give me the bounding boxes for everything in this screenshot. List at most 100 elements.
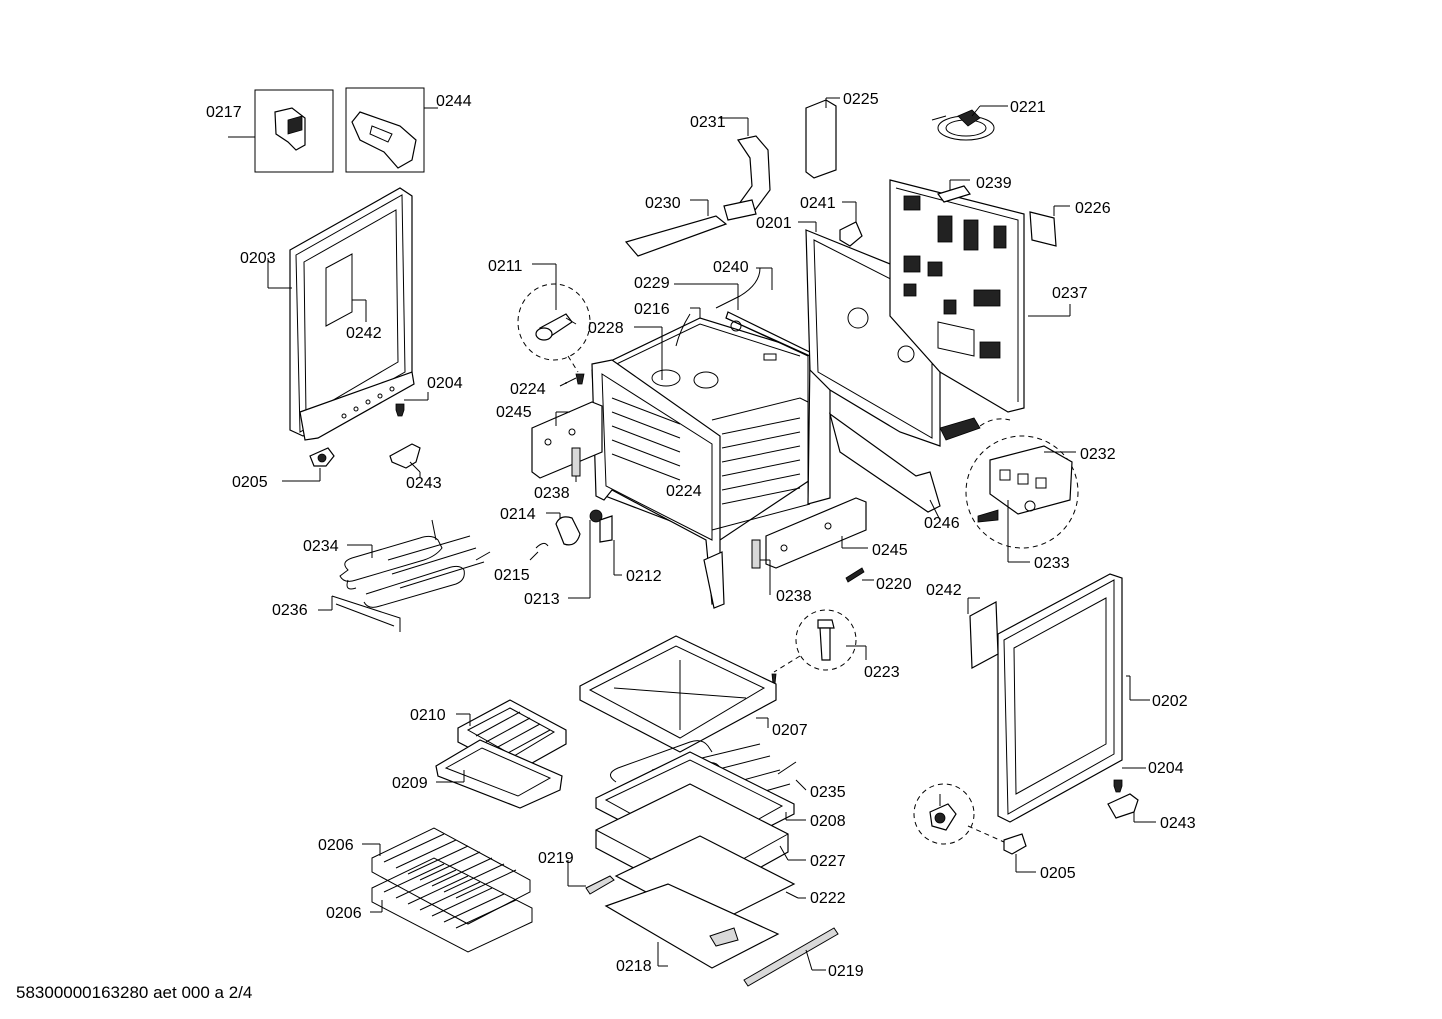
- label-0219: 0219: [538, 850, 574, 867]
- part-0214-knob: [546, 512, 581, 546]
- part-0216-wire: [675, 307, 701, 347]
- document-reference-footer: 58300000163280 aet 000 a 2/4: [16, 983, 252, 1002]
- label-0206: 0206: [318, 837, 354, 854]
- part-0240-wire: [715, 267, 773, 309]
- label-0246: 0246: [924, 515, 960, 532]
- part-0204-screw-left: [395, 392, 429, 417]
- part-0226-plate: [1029, 205, 1070, 247]
- part-0245-rail-right: [765, 497, 868, 569]
- part-0246-rail: [828, 412, 941, 521]
- part-0243-hinge-right: [1107, 793, 1156, 823]
- label-0244: 0244: [436, 93, 472, 110]
- part-0237-back-cover: [889, 179, 1071, 413]
- part-terminal-block-small: [939, 417, 1011, 441]
- label-0236: 0236: [272, 602, 308, 619]
- part-0243-hinge-left: [389, 443, 421, 478]
- part-0207-tray: [579, 635, 777, 753]
- label-0242: 0242: [926, 582, 962, 599]
- part-0242-bracket-right: [967, 597, 999, 669]
- label-0202: 0202: [1152, 693, 1188, 710]
- part-0245-rail-left: [531, 401, 603, 479]
- label-0214: 0214: [500, 506, 536, 523]
- label-0203: 0203: [240, 250, 276, 267]
- label-0205: 0205: [232, 474, 268, 491]
- label-0221: 0221: [1010, 99, 1046, 116]
- part-number-labels: 0217 0244 0203 0242 0204 0205 0243 0211 …: [206, 91, 1196, 980]
- label-0216: 0216: [634, 301, 670, 318]
- part-0231-duct: [720, 117, 771, 221]
- part-0244-box: [345, 87, 438, 173]
- label-0206: 0206: [326, 905, 362, 922]
- label-0230: 0230: [645, 195, 681, 212]
- part-0230-vent: [624, 199, 728, 257]
- part-0232-0233-terminal-detail: [965, 435, 1079, 563]
- part-0202-side-panel: [997, 573, 1150, 823]
- part-0215-clip: [529, 542, 549, 561]
- label-0226: 0226: [1075, 200, 1111, 217]
- label-0235: 0235: [810, 784, 846, 801]
- part-0224-screw-a: [559, 373, 585, 387]
- part-0236-bracket: [318, 595, 401, 632]
- label-0239: 0239: [976, 175, 1012, 192]
- part-oven-cavity: [591, 317, 811, 609]
- label-0241: 0241: [800, 195, 836, 212]
- label-0215: 0215: [494, 567, 530, 584]
- label-0231: 0231: [690, 114, 726, 131]
- label-0229: 0229: [634, 275, 670, 292]
- label-0213: 0213: [524, 591, 560, 608]
- part-0238-bracket-left: [571, 447, 581, 482]
- label-0243: 0243: [406, 475, 442, 492]
- label-0238: 0238: [776, 588, 812, 605]
- label-0209: 0209: [392, 775, 428, 792]
- label-0237: 0237: [1052, 285, 1088, 302]
- label-0210: 0210: [410, 707, 446, 724]
- part-0238-bracket-right: [751, 539, 771, 595]
- part-0223-bolt-detail: [771, 609, 867, 685]
- label-0222: 0222: [810, 890, 846, 907]
- label-0205: 0205: [1040, 865, 1076, 882]
- label-0212: 0212: [626, 568, 662, 585]
- part-0204-screw-right: [1113, 767, 1146, 793]
- label-0223: 0223: [864, 664, 900, 681]
- part-0206-rack-lower: [370, 857, 533, 953]
- part-0205-hinge-left: [282, 447, 335, 482]
- label-0211: 0211: [488, 258, 523, 275]
- label-0228: 0228: [588, 320, 624, 337]
- label-0240: 0240: [713, 259, 749, 276]
- label-0220: 0220: [876, 576, 912, 593]
- part-0221-cable: [931, 105, 1008, 141]
- part-0203-side-panel: [267, 187, 415, 441]
- label-0243: 0243: [1160, 815, 1196, 832]
- label-0225: 0225: [843, 91, 879, 108]
- part-0209-pan: [435, 739, 563, 809]
- label-0232: 0232: [1080, 446, 1116, 463]
- label-0207: 0207: [772, 722, 808, 739]
- label-0245: 0245: [872, 542, 908, 559]
- label-0218: 0218: [616, 958, 652, 975]
- label-0234: 0234: [303, 538, 339, 555]
- part-0228-leader: [634, 326, 663, 380]
- label-0227: 0227: [810, 853, 846, 870]
- part-0225-channel: [805, 97, 840, 179]
- part-0219-slide-left: [567, 860, 615, 895]
- label-0242: 0242: [346, 325, 382, 342]
- part-0212-0213-lamp: [568, 509, 622, 599]
- label-0238: 0238: [534, 485, 570, 502]
- part-0211-thermostat-detail: [517, 263, 591, 373]
- label-0233: 0233: [1034, 555, 1070, 572]
- label-0217: 0217: [206, 104, 242, 121]
- part-0205-hinge-detail-right: [913, 783, 1036, 873]
- part-0217-box: [228, 89, 334, 173]
- label-0224: 0224: [666, 483, 702, 500]
- part-0219-slide-right: [743, 927, 839, 987]
- label-0204: 0204: [427, 375, 463, 392]
- label-0208: 0208: [810, 813, 846, 830]
- label-0219: 0219: [828, 963, 864, 980]
- label-0224: 0224: [510, 381, 546, 398]
- part-0218-base-plate: [604, 883, 780, 969]
- label-0204: 0204: [1148, 760, 1184, 777]
- part-0241-bracket: [839, 201, 863, 247]
- part-0239-plate: [937, 179, 971, 203]
